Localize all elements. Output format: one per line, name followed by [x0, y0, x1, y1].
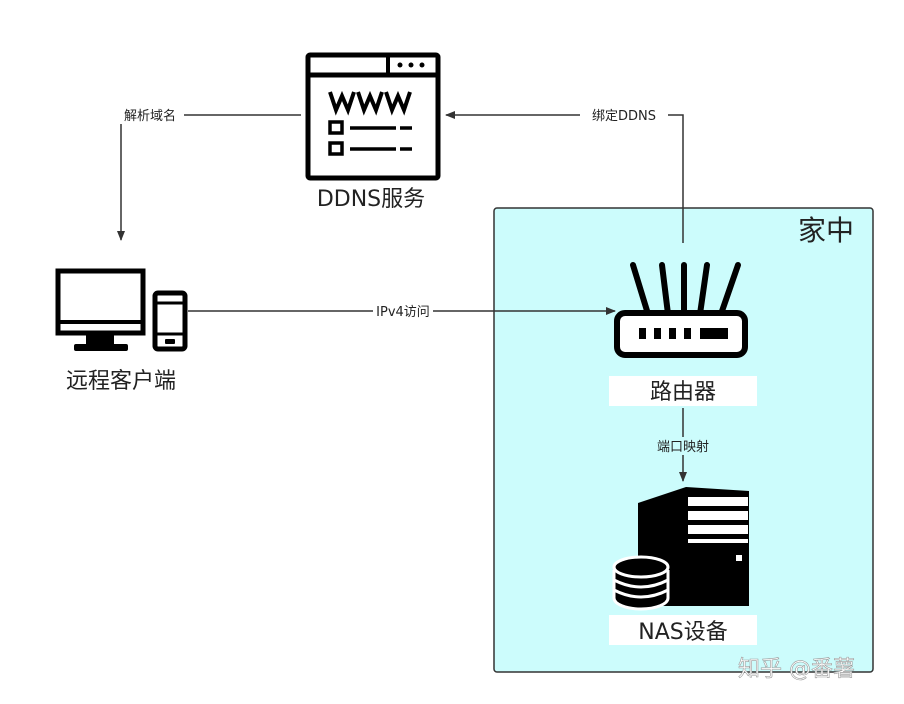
ddns-service-label: DDNS服务 [317, 187, 425, 212]
edge-port-mapping-label: 端口映射 [657, 439, 709, 455]
nas-device-label: NAS设备 [638, 620, 727, 645]
www-browser-icon [305, 52, 441, 181]
database-icon [612, 555, 670, 611]
edge-ipv4-access: IPv4访问 [188, 303, 616, 320]
edge-port-mapping: 端口映射 [648, 408, 718, 482]
router-icon [614, 262, 748, 358]
home-group-title: 家中 [798, 214, 854, 247]
edge-resolve-domain-label: 解析域名 [124, 108, 176, 124]
router-label-box [609, 376, 757, 406]
remote-client-label: 远程客户端 [66, 369, 176, 394]
watermark: 知乎 @番薯 [738, 657, 855, 682]
nas-label-box [609, 615, 757, 645]
edge-bind-ddns: 绑定DDNS [445, 106, 684, 243]
server-database-icon [612, 487, 749, 611]
edge-bind-ddns-label: 绑定DDNS [592, 109, 656, 124]
edge-resolve-domain: 解析域名 [116, 106, 301, 241]
desktop-and-phone-icon [55, 268, 188, 352]
edge-ipv4-access-label: IPv4访问 [376, 305, 430, 320]
router-label: 路由器 [650, 380, 716, 405]
